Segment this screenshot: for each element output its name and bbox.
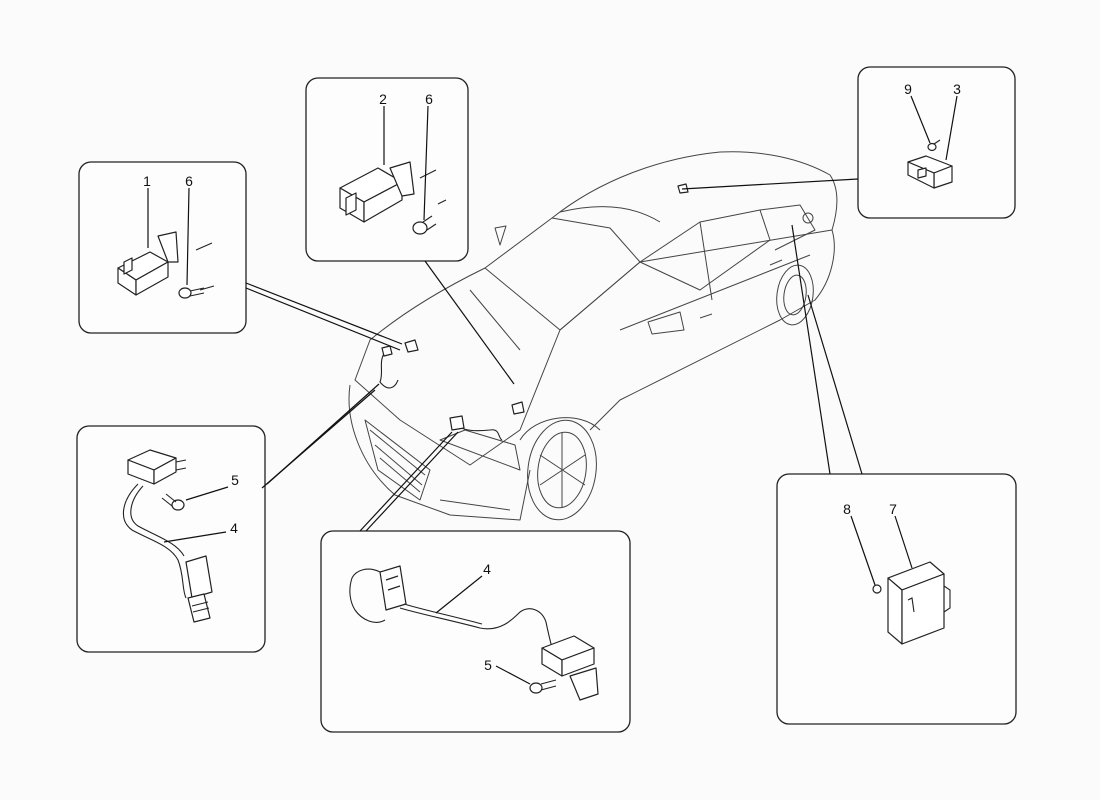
detail-box-1: 1 6 [78,161,247,334]
control-module-7 [887,561,951,645]
callout-3: 3 [953,81,961,97]
callout-4: 4 [230,520,238,536]
detail-box-3: 9 3 [857,66,1016,219]
bolt-part-5 [161,493,185,511]
callout-1: 1 [143,173,151,189]
detail-box-2: 2 6 [305,77,469,262]
sensor-part-1 [117,231,179,296]
box-to-car-leaders [245,178,863,532]
callout-4-b: 4 [483,561,491,577]
detail-box-6: 8 7 [776,473,1017,725]
callout-8: 8 [843,501,851,517]
switch-part-3 [907,155,953,189]
nut-part-8 [872,584,882,594]
on-car-parts [379,183,689,441]
screw-part-6 [178,287,205,299]
callout-6: 6 [185,173,193,189]
sensor-part-2 [339,161,415,223]
callout-9: 9 [904,81,912,97]
screw-part-9 [927,139,941,152]
callout-5: 5 [231,472,239,488]
wheel-speed-sensor-4 [122,449,213,623]
wheel-speed-sensor-4-b [349,565,599,701]
bolt-part-5-b [529,679,557,694]
detail-box-4: 5 4 [76,425,266,653]
callout-6-b: 6 [425,91,433,107]
detail-box-5: 4 5 [320,530,631,733]
callout-5-b: 5 [484,657,492,673]
callout-7: 7 [889,501,897,517]
screw-part-6b [412,215,437,235]
callout-2: 2 [379,91,387,107]
